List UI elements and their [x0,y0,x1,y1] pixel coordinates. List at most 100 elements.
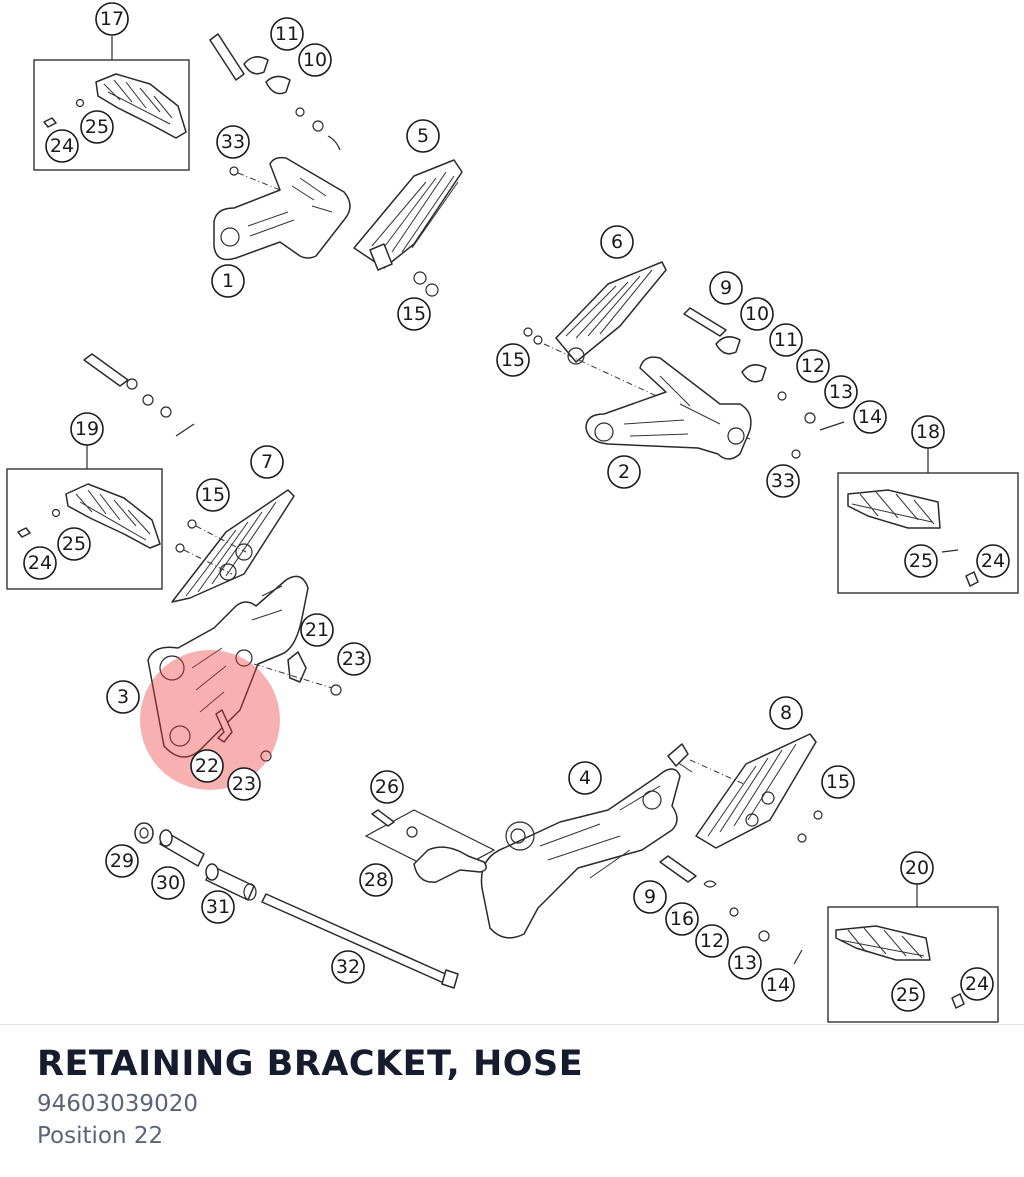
footrest-bracket-2[interactable] [585,307,845,460]
footpeg-7[interactable] [171,489,295,603]
part-name: RETAINING BRACKET, HOSE [37,1044,584,1084]
part-position: Position 22 [37,1123,164,1149]
callout-18[interactable]: 18 [911,415,945,449]
callout-19[interactable]: 19 [70,412,104,446]
svg-text:21: 21 [305,619,329,641]
callout-23[interactable]: 23 [337,642,371,676]
svg-text:25: 25 [62,533,86,555]
svg-text:15: 15 [826,771,850,793]
part-info-panel: RETAINING BRACKET, HOSE 94603039020 Posi… [37,1042,997,1152]
footrest-bracket-4[interactable] [480,743,803,965]
callout-14[interactable]: 14 [853,400,887,434]
svg-text:7: 7 [261,451,273,473]
callout-12[interactable]: 12 [695,924,729,958]
svg-text:33: 33 [771,470,795,492]
callout-3[interactable]: 3 [106,680,140,714]
callout-6[interactable]: 6 [600,225,634,259]
callout-24[interactable]: 24 [45,129,79,163]
svg-text:11: 11 [275,23,299,45]
callout-20[interactable]: 20 [900,851,934,885]
footrest-bracket-3[interactable] [147,575,342,762]
callout-24[interactable]: 24 [23,546,57,580]
callout-14[interactable]: 14 [761,968,795,1002]
callout-2[interactable]: 2 [607,455,641,489]
callout-25[interactable]: 25 [904,544,938,578]
inset-footpeg-20[interactable] [827,882,999,1023]
svg-text:26: 26 [375,776,399,798]
inset-footpeg-17[interactable] [33,36,190,171]
svg-text:24: 24 [965,973,989,995]
callout-23[interactable]: 23 [227,767,261,801]
svg-text:17: 17 [100,8,124,30]
callout-15[interactable]: 15 [397,297,431,331]
callout-4[interactable]: 4 [568,761,602,795]
callout-11[interactable]: 11 [769,323,803,357]
axle-32[interactable] [261,893,459,989]
svg-text:25: 25 [85,116,109,138]
svg-text:3: 3 [117,686,129,708]
svg-text:30: 30 [156,872,180,894]
callout-9[interactable]: 9 [709,271,743,305]
svg-text:28: 28 [364,869,388,891]
callout-10[interactable]: 10 [298,43,332,77]
callout-24[interactable]: 24 [960,967,994,1001]
callout-7[interactable]: 7 [250,445,284,479]
callout-25[interactable]: 25 [57,527,91,561]
footpeg-5[interactable] [353,159,463,297]
svg-text:18: 18 [916,421,940,443]
inset-footpeg-18[interactable] [837,446,1019,594]
callout-15[interactable]: 15 [496,343,530,377]
svg-text:14: 14 [766,974,790,996]
callout-8[interactable]: 8 [769,696,803,730]
callout-33[interactable]: 33 [216,125,250,159]
svg-text:29: 29 [110,850,134,872]
bushing-31[interactable] [205,863,257,901]
callout-11[interactable]: 11 [270,17,304,51]
callout-29[interactable]: 29 [105,844,139,878]
callout-16[interactable]: 16 [665,902,699,936]
footpeg-8[interactable] [695,733,823,849]
callout-26[interactable]: 26 [370,770,404,804]
svg-text:22: 22 [195,755,219,777]
svg-text:15: 15 [201,484,225,506]
svg-text:12: 12 [700,930,724,952]
svg-text:19: 19 [75,418,99,440]
callout-33[interactable]: 33 [766,464,800,498]
callout-28[interactable]: 28 [359,863,393,897]
callout-9[interactable]: 9 [633,880,667,914]
callout-31[interactable]: 31 [201,890,235,924]
svg-text:8: 8 [780,702,792,724]
callout-25[interactable]: 25 [80,110,114,144]
callout-17[interactable]: 17 [95,2,129,36]
svg-text:15: 15 [501,349,525,371]
svg-text:25: 25 [896,984,920,1006]
svg-text:2: 2 [618,461,630,483]
bracket-28[interactable] [364,809,496,883]
callout-22[interactable]: 22 [190,749,224,783]
svg-text:13: 13 [733,952,757,974]
bushing-30[interactable] [159,829,205,867]
callout-13[interactable]: 13 [824,375,858,409]
callout-32[interactable]: 32 [331,950,365,984]
footpeg-6[interactable] [523,261,753,441]
inset-footpeg-19[interactable] [6,353,195,590]
callout-15[interactable]: 15 [821,765,855,799]
callout-5[interactable]: 5 [406,119,440,153]
callout-30[interactable]: 30 [151,866,185,900]
callout-12[interactable]: 12 [796,349,830,383]
svg-text:12: 12 [801,355,825,377]
callout-24[interactable]: 24 [976,544,1010,578]
svg-text:9: 9 [644,886,656,908]
callout-25[interactable]: 25 [891,978,925,1012]
svg-text:5: 5 [417,125,429,147]
footrest-bracket-1[interactable] [209,33,351,261]
part-number: 94603039020 [37,1091,198,1117]
callout-10[interactable]: 10 [740,297,774,331]
bushing-29[interactable] [134,822,154,844]
callout-15[interactable]: 15 [196,478,230,512]
svg-text:15: 15 [402,303,426,325]
callout-1[interactable]: 1 [211,264,245,298]
callout-13[interactable]: 13 [728,946,762,980]
callout-21[interactable]: 21 [300,613,334,647]
svg-text:25: 25 [909,550,933,572]
